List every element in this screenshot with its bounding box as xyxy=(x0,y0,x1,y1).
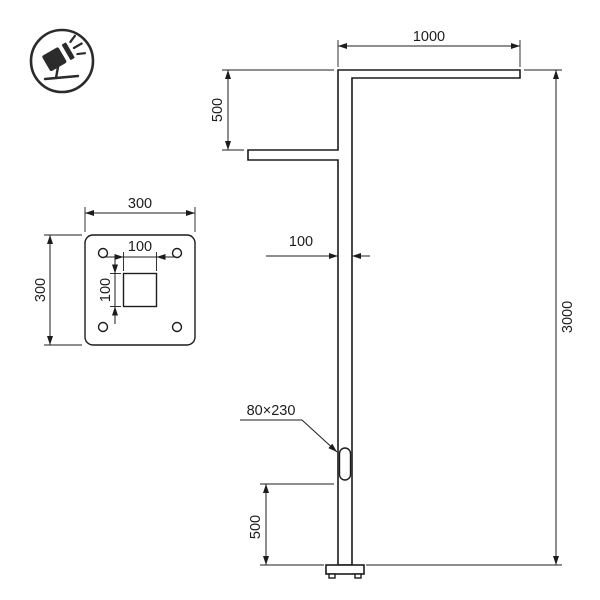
dim-plate-height-label: 300 xyxy=(33,278,49,302)
door-callout-label: 80×230 xyxy=(247,403,296,419)
bolt-hole xyxy=(171,247,183,259)
dim-door-height: 500 xyxy=(248,483,334,566)
dim-arm-length: 1000 xyxy=(337,29,521,67)
dim-total-height: 3000 xyxy=(366,69,576,566)
bolt-hole xyxy=(97,247,109,259)
center-opening xyxy=(122,272,158,308)
dim-plate-width-label: 300 xyxy=(128,196,152,212)
dim-plate-width: 300 xyxy=(84,196,196,232)
base-flange xyxy=(325,564,365,575)
access-door xyxy=(338,447,352,481)
dim-pole-width-label: 100 xyxy=(289,234,313,250)
dim-plate-inner-height-label: 100 xyxy=(98,278,114,302)
dim-arm-drop: 500 xyxy=(210,69,334,151)
anchor-foot xyxy=(328,573,336,579)
anchor-foot xyxy=(354,573,362,579)
dim-plate-inner-height: 100 xyxy=(98,256,121,324)
dim-arm-drop-label: 500 xyxy=(210,98,226,122)
dim-arm-length-label: 1000 xyxy=(413,29,445,45)
pole-outline xyxy=(247,69,521,566)
base-plate-detail: 300 300 100 100 xyxy=(33,196,196,346)
floodlight-icon xyxy=(29,28,95,94)
bolt-hole xyxy=(97,321,109,333)
dim-door-height-label: 500 xyxy=(248,515,264,539)
door-callout: 80×230 xyxy=(240,403,338,453)
pole-elevation: 1000 500 100 3000 80×230 xyxy=(210,29,576,579)
dim-pole-width: 100 xyxy=(266,234,370,259)
dim-plate-inner-width: 100 xyxy=(105,239,175,271)
dim-plate-height: 300 xyxy=(33,234,82,346)
dim-total-height-label: 3000 xyxy=(560,301,576,333)
bolt-hole xyxy=(171,321,183,333)
dim-plate-inner-width-label: 100 xyxy=(128,239,152,255)
